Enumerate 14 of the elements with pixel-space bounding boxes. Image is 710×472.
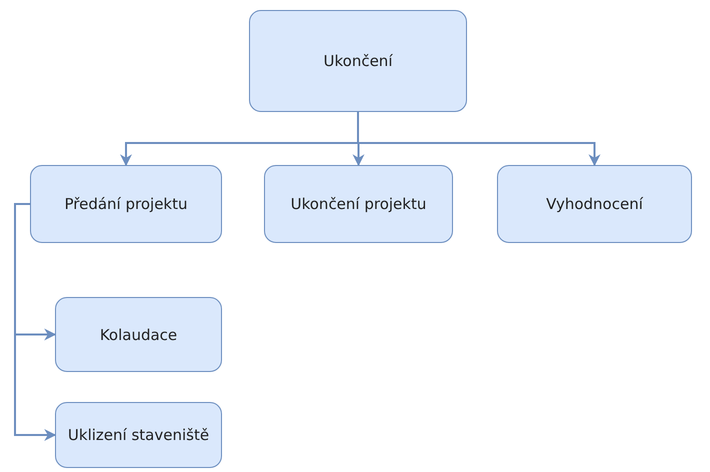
process-box: [264, 165, 453, 243]
process-box: [497, 165, 692, 243]
arrow: [14, 203, 56, 441]
process-box: [55, 297, 222, 372]
box-label: Uklizení staveniště: [68, 426, 210, 444]
process-box: [249, 10, 467, 112]
process-box: [30, 165, 222, 243]
box-label: Ukončení: [324, 52, 392, 70]
box-label: Vyhodnocení: [546, 195, 643, 213]
box-label: Předání projektu: [64, 195, 188, 213]
box-label: Kolaudace: [100, 326, 178, 344]
box-label: Ukončení projektu: [290, 195, 426, 213]
arrow: [357, 112, 600, 166]
process-box: [55, 402, 222, 468]
